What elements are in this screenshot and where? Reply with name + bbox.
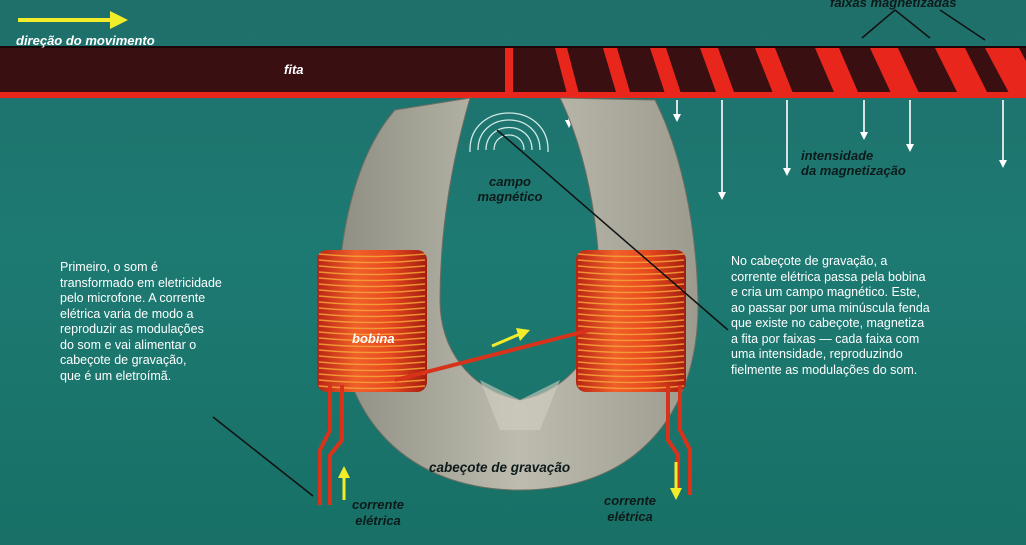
intensity-arrow <box>783 100 791 176</box>
current-left-label-line1: corrente <box>352 497 404 513</box>
current-right-label-line1: corrente <box>604 493 656 509</box>
magnetic-field-label-line2: magnético <box>470 189 550 204</box>
right-paragraph-line: a fita por faixas — cada faixa com <box>731 332 1001 348</box>
left-paragraph-line: cabeçote de gravação, <box>60 353 300 369</box>
intensity-arrow <box>999 100 1007 168</box>
current-right-label: corrente elétrica <box>604 493 656 525</box>
left-paragraph-line: Primeiro, o som é <box>60 260 300 276</box>
left-coil <box>317 250 427 392</box>
right-coil <box>576 250 686 392</box>
bands-label: faixas magnetizadas <box>830 0 956 10</box>
magnetic-field-lines <box>470 113 548 152</box>
left-paragraph-line: que é um eletroímã. <box>60 369 300 385</box>
right-paragraph-line: que existe no cabeçote, magnetiza <box>731 316 1001 332</box>
magnetic-field-label-line1: campo <box>470 174 550 189</box>
right-paragraph-line: corrente elétrica passa pela bobina <box>731 270 1001 286</box>
right-paragraph-line: fielmente as modulações do som. <box>731 363 1001 379</box>
current-right-label-line2: elétrica <box>604 509 656 525</box>
magnetic-field-label: campo magnético <box>470 174 550 204</box>
intensity-label-line1: intensidade <box>801 148 906 163</box>
direction-arrow <box>18 11 128 29</box>
current-arrow-middle <box>492 328 530 346</box>
intensity-label-line2: da magnetização <box>801 163 906 178</box>
current-arrow-left <box>338 466 350 500</box>
magnetized-band <box>505 48 513 92</box>
intensity-label: intensidade da magnetização <box>801 148 906 178</box>
tape-label: fita <box>284 62 304 77</box>
coil-label: bobina <box>352 331 395 346</box>
left-paragraph-line: reproduzir as modulações <box>60 322 300 338</box>
left-paragraph-line: transformado em eletricidade <box>60 276 300 292</box>
left-paragraph-line: do som e vai alimentar o <box>60 338 300 354</box>
current-arrow-right <box>670 462 682 500</box>
head-label: cabeçote de gravação <box>429 460 570 475</box>
intensity-arrow <box>860 100 868 140</box>
right-paragraph-line: No cabeçote de gravação, a <box>731 254 1001 270</box>
bands-pointer-lines <box>862 10 985 40</box>
left-paragraph-line: pelo microfone. A corrente <box>60 291 300 307</box>
left-paragraph-line: elétrica varia de modo a <box>60 307 300 323</box>
intensity-arrow <box>718 100 726 200</box>
intensity-arrow <box>906 100 914 152</box>
direction-label: direção do movimento <box>16 33 155 48</box>
current-left-label-line2: elétrica <box>352 513 404 529</box>
current-left-label: corrente elétrica <box>352 497 404 529</box>
right-paragraph-line: uma intensidade, reproduzindo <box>731 347 1001 363</box>
right-paragraph-line: ao passar por uma minúscula fenda <box>731 301 1001 317</box>
right-paragraph-line: e cria um campo magnético. Este, <box>731 285 1001 301</box>
intensity-arrow <box>673 100 681 122</box>
